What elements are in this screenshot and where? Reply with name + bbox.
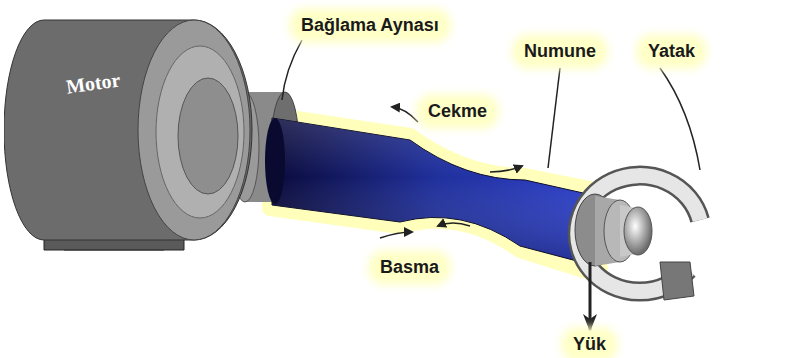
stress-label: Basma xyxy=(374,256,445,279)
motor-shape xyxy=(4,14,254,254)
part-label: Yatak xyxy=(642,40,701,63)
part-label: Numune xyxy=(518,40,602,63)
load-label: Yük xyxy=(567,333,612,356)
stress-label: Cekme xyxy=(422,100,493,123)
motor-body: Motor xyxy=(4,14,254,254)
part-label: Bağlama Aynası xyxy=(295,14,445,37)
